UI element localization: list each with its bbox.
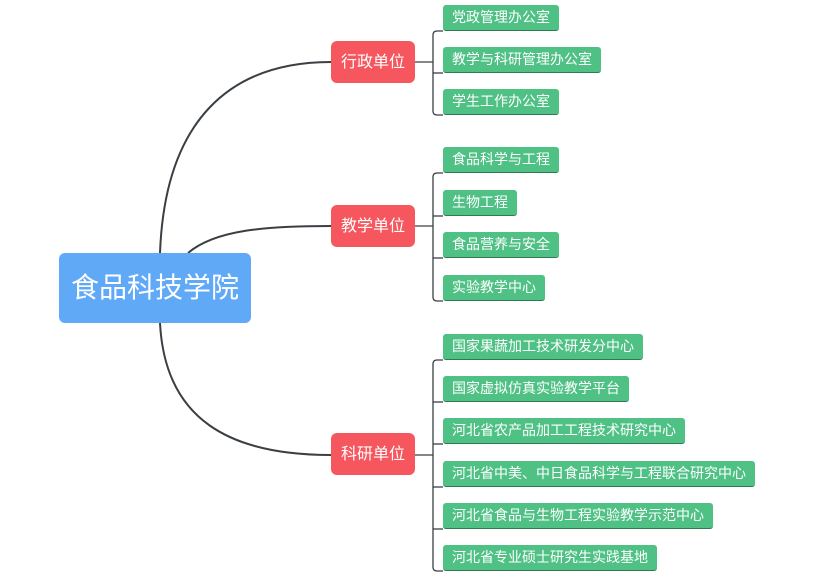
leaf-node[interactable]: 食品营养与安全 [443,232,559,258]
leaf-node[interactable]: 食品科学与工程 [443,147,559,173]
bracket-research [415,359,443,572]
leaf-node[interactable]: 学生工作办公室 [443,89,559,115]
root-connector-research [159,322,332,456]
root-connector-teaching [187,225,332,254]
branch-node-research[interactable]: 科研单位 [331,433,415,475]
leaf-node[interactable]: 河北省专业硕士研究生实践基地 [443,545,657,571]
leaf-node[interactable]: 生物工程 [443,190,517,216]
leaf-node[interactable]: 国家果蔬加工技术研发分中心 [443,334,643,360]
leaf-node[interactable]: 河北省食品与生物工程实验教学示范中心 [443,503,713,529]
leaf-node[interactable]: 教学与科研管理办公室 [443,47,601,73]
root-connector-admin [159,61,332,254]
bracket-admin [415,30,443,116]
leaf-node[interactable]: 国家虚拟仿真实验教学平台 [443,376,629,402]
branch-node-teaching[interactable]: 教学单位 [331,205,415,247]
root-node[interactable]: 食品科技学院 [59,253,251,323]
branch-node-admin[interactable]: 行政单位 [331,41,415,83]
leaf-node[interactable]: 河北省中美、中日食品科学与工程联合研究中心 [443,461,755,487]
leaf-node[interactable]: 党政管理办公室 [443,5,559,31]
leaf-node[interactable]: 实验教学中心 [443,275,545,301]
bracket-teaching [415,172,443,302]
leaf-node[interactable]: 河北省农产品加工工程技术研究中心 [443,418,685,444]
